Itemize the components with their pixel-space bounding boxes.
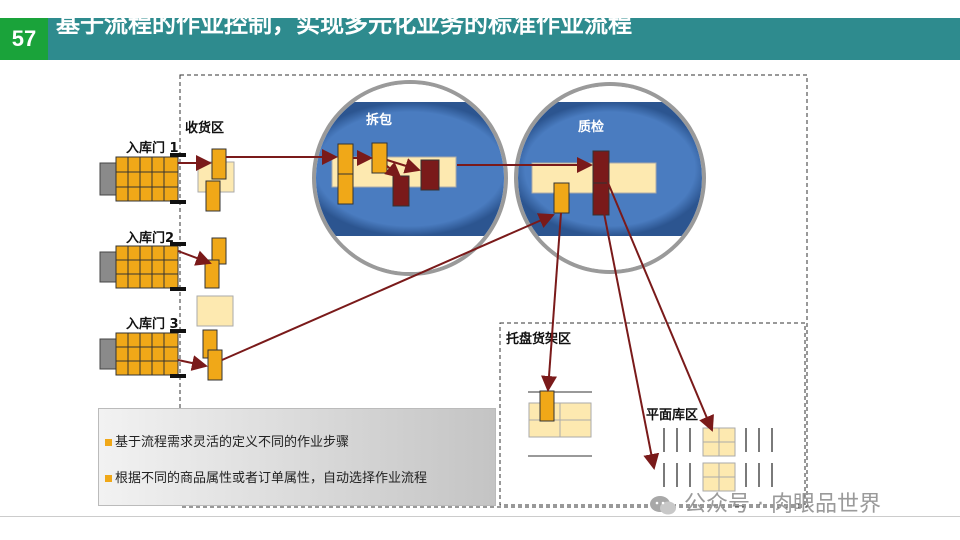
unpacking-lens: 拆包: [312, 80, 508, 276]
quality-check-lens: 质检: [514, 82, 706, 274]
footer-divider: [0, 516, 960, 517]
pallet-rack-area-label: 托盘货架区: [506, 331, 571, 347]
wechat-icon: [650, 496, 676, 515]
warehouse-boundary: [179, 74, 808, 508]
note-text: 基于流程需求灵活的定义不同的作业步骤: [115, 435, 350, 450]
dock-door-1: [99, 153, 186, 204]
watermark: 公众号 · 肉眼品世界: [648, 486, 881, 518]
notes-panel: 基于流程需求灵活的定义不同的作业步骤 根据不同的商品属性或者订单属性，自动选择作…: [98, 408, 496, 506]
page-number: 57: [0, 18, 48, 60]
receiving-boxes: [196, 148, 235, 381]
dock-door-1-label: 入库门 1: [126, 140, 179, 156]
dock-door-2: [99, 242, 186, 291]
header-bar: [0, 18, 960, 60]
unpacking-label: 拆包: [366, 112, 392, 128]
receiving-area-label: 收货区: [185, 120, 224, 136]
floor-storage-area-label: 平面库区: [646, 407, 698, 423]
dock-door-3: [99, 329, 186, 378]
bullet-square-icon: [105, 475, 112, 482]
note-text: 根据不同的商品属性或者订单属性，自动选择作业流程: [115, 471, 428, 486]
dock-door-3-label: 入库门 3: [126, 316, 179, 332]
floor-storage-grid: [663, 427, 773, 492]
page-title: 基于流程的作业控制，实现多元化业务的标准作业流程: [56, 10, 632, 38]
watermark-text: 公众号 · 肉眼品世界: [684, 492, 881, 517]
note-item: 基于流程需求灵活的定义不同的作业步骤: [105, 431, 349, 450]
note-item: 根据不同的商品属性或者订单属性，自动选择作业流程: [105, 467, 427, 486]
dock-door-2-label: 入库门2: [126, 230, 174, 246]
quality-check-label: 质检: [578, 119, 604, 135]
flow-arrows: [177, 149, 714, 470]
bullet-square-icon: [105, 439, 112, 446]
